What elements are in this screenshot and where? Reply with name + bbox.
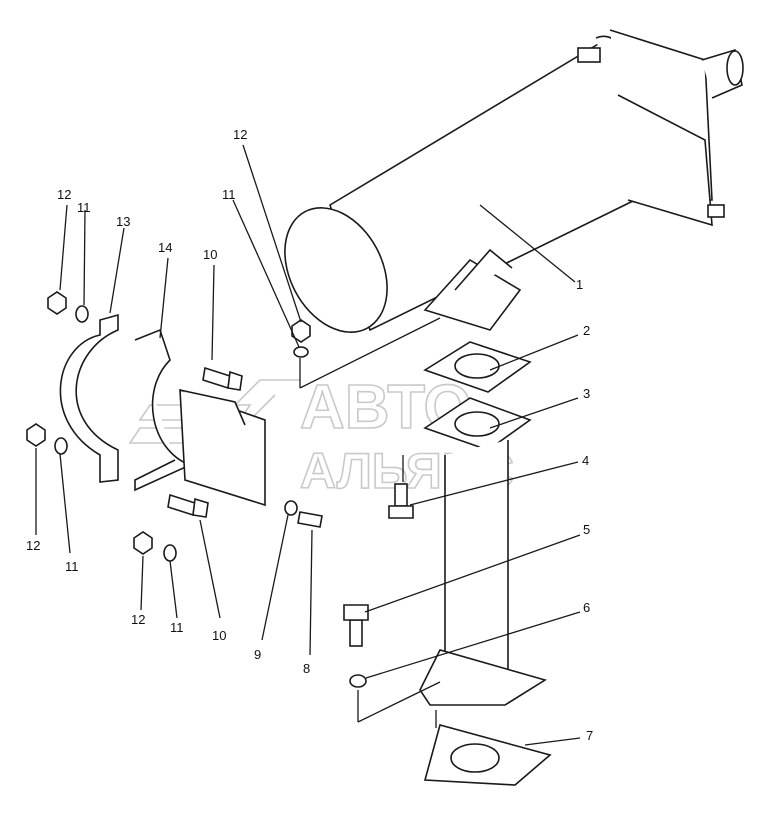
- washer-6: [349, 674, 367, 688]
- callout-9: 9: [254, 647, 261, 662]
- nut-12-lower-left: [26, 423, 46, 447]
- callout-3: 3: [583, 386, 590, 401]
- outlet-gasket: [423, 724, 552, 786]
- callout-12-upper-left: 12: [57, 187, 71, 202]
- callout-8: 8: [303, 661, 310, 676]
- callout-10-upper: 10: [203, 247, 217, 262]
- bolt-8: [297, 511, 323, 528]
- callout-11-bottom: 11: [170, 620, 184, 635]
- bolt-14: [202, 366, 243, 391]
- callout-11-center: 11: [222, 187, 236, 202]
- washer-11-lower-left: [54, 437, 68, 455]
- bolt-5: [343, 604, 369, 647]
- flange: [423, 397, 532, 451]
- callout-7: 7: [586, 728, 593, 743]
- washer-11-bottom: [163, 544, 177, 562]
- callout-labels: 1 2 3 4 5 6 7 8 9 10 10 11 11 11 11 12 1…: [26, 127, 593, 743]
- callout-12-lower-left: 12: [26, 538, 40, 553]
- callout-11-lower-left: 11: [65, 559, 79, 574]
- washer-11-center: [293, 346, 309, 358]
- mounting-bracket: [59, 313, 266, 507]
- callout-12-bottom: 12: [131, 612, 145, 627]
- bolt-10: [167, 493, 209, 518]
- callout-5: 5: [583, 522, 590, 537]
- bolt-4: [388, 483, 414, 519]
- callout-10-lower: 10: [212, 628, 226, 643]
- muffler: [284, 29, 744, 333]
- leader-lines: [35, 144, 581, 746]
- nut-12-bottom: [133, 531, 153, 555]
- washer-11-upper-left: [75, 305, 89, 323]
- nut-12-upper-left: [47, 291, 67, 315]
- callout-11-upper-left: 11: [77, 200, 91, 215]
- callout-1: 1: [576, 277, 583, 292]
- callout-12-center: 12: [233, 127, 247, 142]
- callout-13: 13: [116, 214, 130, 229]
- washer-9: [284, 500, 298, 516]
- callout-6: 6: [583, 600, 590, 615]
- exhaust-pipe: [419, 440, 547, 706]
- callout-2: 2: [583, 323, 590, 338]
- callout-4: 4: [582, 453, 589, 468]
- callout-14: 14: [158, 240, 172, 255]
